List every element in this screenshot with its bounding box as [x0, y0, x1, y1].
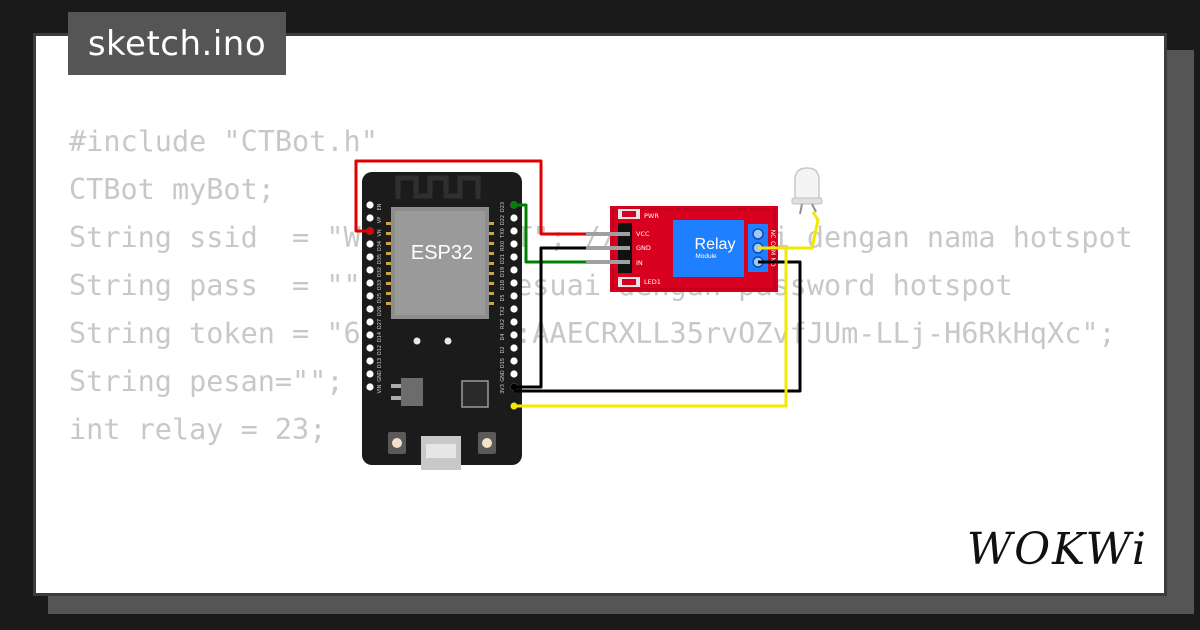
left-pin-header: [366, 201, 374, 391]
pin-label: D27: [377, 319, 383, 329]
pin-label: D19: [500, 267, 506, 277]
antenna-icon: [395, 175, 481, 199]
usb-chip: [461, 380, 489, 408]
pin-label: D4: [500, 333, 506, 340]
relay-label: Relay: [695, 236, 736, 253]
wires: [354, 159, 820, 408]
module-pads: [386, 222, 494, 305]
right-pin-header: [510, 201, 518, 391]
wokwi-logo: WOKWi: [966, 524, 1148, 575]
pin-label: VCC: [636, 230, 650, 238]
pin-label: GND: [377, 370, 383, 382]
relay-cube: [673, 220, 744, 277]
pin-label: D23: [500, 202, 506, 212]
pin-label: D34: [377, 241, 383, 251]
led-indicator-icon: [413, 337, 421, 345]
pin-label: D21: [500, 254, 506, 264]
pin-label: D14: [377, 332, 383, 342]
wire-black: [514, 260, 802, 393]
pin-label: D32: [377, 267, 383, 277]
pin-label: D15: [500, 358, 506, 368]
code-line: CTBot myBot;: [69, 173, 275, 206]
pin-label: D18: [500, 280, 506, 290]
wire-black: [514, 246, 586, 389]
pin-label: 3V3: [500, 384, 506, 394]
pin-label: GND: [500, 370, 506, 382]
wire-joints: [366, 201, 518, 410]
voltage-regulator: [401, 378, 423, 406]
pin-label: D5: [500, 294, 506, 301]
pin-label: GND: [636, 244, 651, 252]
pin-label: IN: [636, 259, 643, 267]
pin-label: D26: [377, 306, 383, 316]
pin-label: D22: [500, 215, 506, 225]
wire-red: [354, 159, 586, 236]
relay-sublabel: Module: [695, 253, 717, 260]
board-label: ESP32: [411, 242, 473, 264]
terminal-label: NC: [769, 230, 776, 239]
pin-label: D35: [377, 254, 383, 264]
code-card: #include "CTBot.h"CTBot myBot;String ssi…: [33, 33, 1167, 596]
pin-label: EN: [377, 203, 383, 210]
file-name-tab[interactable]: sketch.ino: [68, 12, 286, 75]
relay-module[interactable]: PWR LED1 VCC GND IN Relay Module NC COM …: [610, 206, 778, 292]
pin-label: RX2: [500, 319, 506, 329]
pin-label: D13: [377, 358, 383, 368]
pin-label: VP: [377, 217, 383, 223]
relay-header-pins: [586, 232, 630, 264]
screw-icon: [752, 228, 764, 240]
pin-label: VIN: [377, 384, 383, 393]
esp32-board[interactable]: ESP32: [362, 172, 522, 470]
code-line: int relay = 23;: [69, 413, 327, 446]
wire-green: [514, 203, 586, 264]
pin-label: D25: [377, 293, 383, 303]
code-line: String pesan="";: [69, 365, 344, 398]
code-line: #include "CTBot.h": [69, 125, 378, 158]
pin-label: TX0: [500, 228, 506, 239]
pin-label: VN: [377, 229, 383, 236]
pin-label: D12: [377, 345, 383, 355]
pwr-label: PWR: [644, 212, 659, 220]
pin-label: RX0: [500, 241, 506, 251]
led-icon[interactable]: [791, 167, 823, 215]
wire-yellow: [758, 211, 820, 250]
pin-label: D2: [500, 346, 506, 353]
led-indicator-icon: [444, 337, 452, 345]
pin-label: TX2: [500, 306, 506, 317]
pin-label: D33: [377, 280, 383, 290]
led1-label: LED1: [644, 278, 661, 286]
